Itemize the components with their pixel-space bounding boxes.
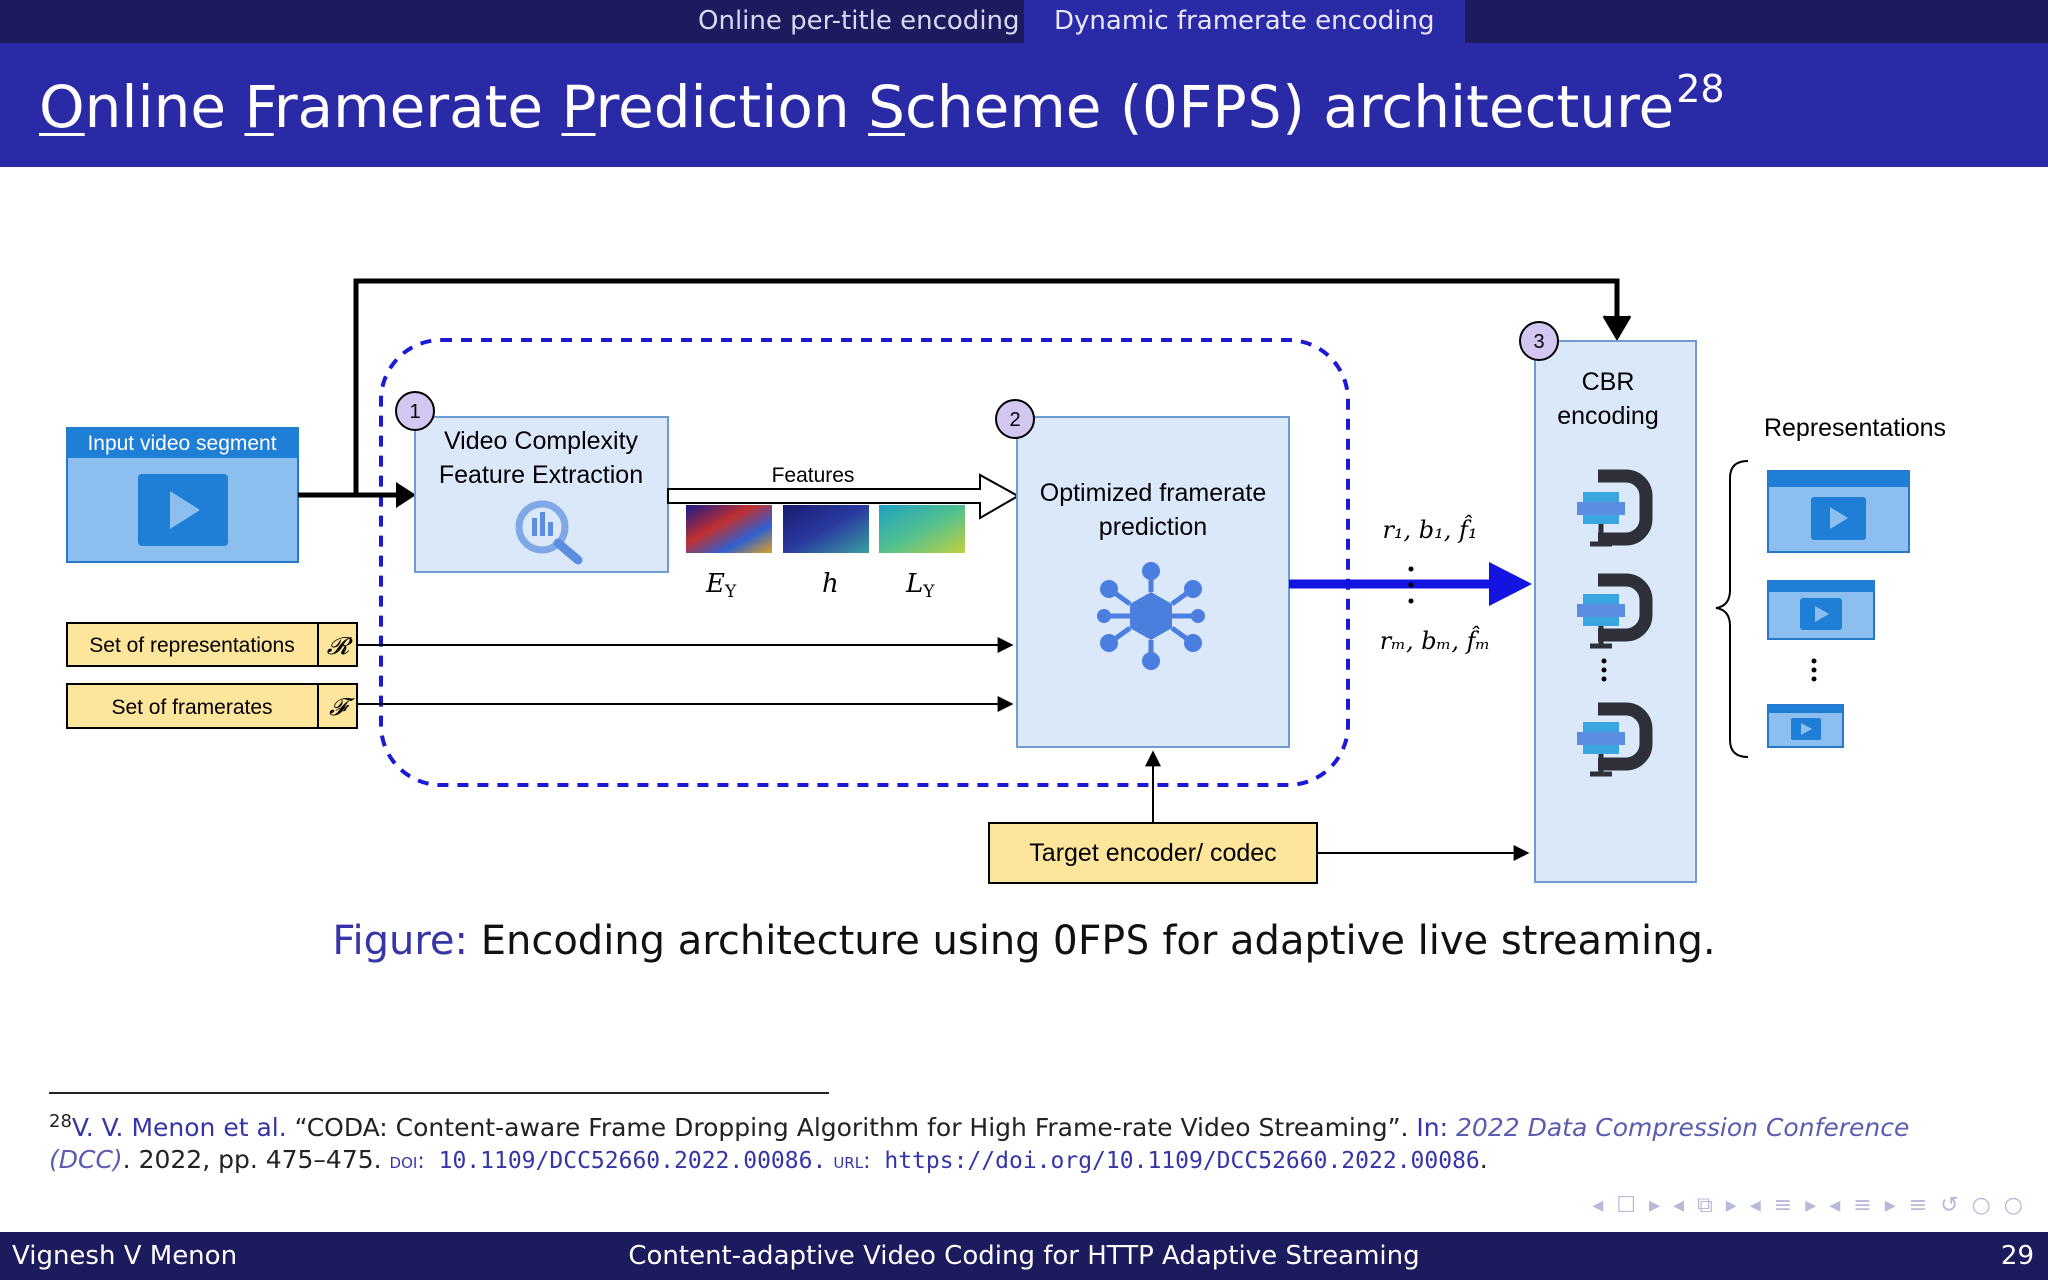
representation-medium (1767, 580, 1875, 640)
feature-thumb-h (783, 505, 869, 553)
title-bar: Online Framerate Prediction Scheme (OFPS… (0, 43, 2048, 167)
output-first-tuple: r₁, b₁, f̂₁ (1382, 515, 1477, 544)
input-label: Input video segment (87, 432, 276, 455)
analytics-search-icon (515, 500, 583, 565)
reps-ellipsis-dot (1811, 658, 1817, 664)
play-icon (1815, 606, 1829, 622)
footnote-title: “CODA: Content-aware Frame Dropping Algo… (286, 1113, 1409, 1142)
ofp-line1: Optimized framerate (1040, 479, 1266, 507)
representations-brace (1715, 460, 1749, 758)
representation-small (1767, 704, 1844, 748)
footnote-rule (49, 1092, 829, 1094)
cbr-line1: CBR (1582, 368, 1635, 396)
cbr-ellipsis-dot (1601, 658, 1607, 664)
footer-page-number: 29 (2000, 1241, 2034, 1271)
vcfe-line1: Video Complexity (444, 427, 639, 455)
set-of-representations: Set of representations 𝓡 (66, 622, 358, 667)
set-reps-label: Set of representations (89, 634, 294, 657)
step-1-badge (395, 391, 435, 431)
footnote: 28V. V. Menon et al. “CODA: Content-awar… (49, 1111, 1910, 1174)
footnote-number: 28 (49, 1111, 72, 1132)
ofp-line2: prediction (1099, 513, 1207, 541)
footer-author: Vignesh V Menon (12, 1241, 238, 1271)
footnote-doi[interactable]: 10.1109/DCC52660.2022.00086. (424, 1148, 827, 1174)
top-navigation: Online per-title encoding Dynamic framer… (0, 0, 2048, 43)
target-encoder-label: Target encoder/ codec (1029, 839, 1276, 867)
features-arrow (667, 473, 1021, 520)
reps-ellipsis-dot (1811, 667, 1817, 673)
cbr-ellipsis-dot (1601, 667, 1607, 673)
footer-talk-title: Content-adaptive Video Coding for HTTP A… (628, 1241, 1420, 1271)
output-ellipsis-dot (1408, 598, 1414, 604)
footnote-authors[interactable]: V. V. Menon et al. (71, 1113, 287, 1142)
output-ellipsis-dot (1408, 566, 1414, 572)
input-arrowhead (396, 482, 416, 508)
feature-h-label: h (822, 569, 839, 599)
ofps-region (379, 338, 1350, 787)
footnote-url[interactable]: https://doi.org/10.1109/DCC52660.2022.00… (870, 1148, 1480, 1174)
feature-thumb-ly (879, 505, 965, 553)
set-of-framerates: Set of framerates 𝓕 (66, 683, 358, 729)
nav-tab-per-title[interactable]: Online per-title encoding (698, 6, 1020, 36)
feature-ly-label: LY (905, 569, 935, 602)
step-1-number: 1 (409, 401, 420, 423)
set-fr-label: Set of framerates (111, 696, 272, 719)
vcfe-line2: Feature Extraction (439, 461, 643, 489)
play-icon (170, 491, 200, 529)
step-2-badge (995, 399, 1035, 439)
reps-ellipsis-dot (1811, 676, 1817, 682)
step-3-number: 3 (1533, 331, 1544, 353)
cbr-ellipsis-dot (1601, 676, 1607, 682)
feature-thumb-ey (686, 505, 772, 553)
footer-bar: Vignesh V Menon Content-adaptive Video C… (0, 1232, 2048, 1280)
figure-caption: Figure: Encoding architecture using OFPS… (332, 918, 1716, 964)
encoder-clamp-icon (1577, 702, 1653, 777)
neural-network-icon (1097, 562, 1205, 670)
input-video-segment: Input video segment (66, 427, 299, 563)
output-last-tuple: rₘ, bₘ, f̂ₘ (1380, 626, 1490, 655)
cbr-line2: encoding (1557, 402, 1658, 430)
play-icon (1801, 723, 1812, 735)
play-icon (1830, 507, 1848, 529)
footnote-venue: 2022 Data Compression Conference (DCC) (49, 1113, 1910, 1174)
title-footnote-ref[interactable]: 28 (1676, 67, 1725, 111)
bypass-arrowhead (1602, 315, 1632, 341)
vcfe-box (414, 416, 669, 573)
representations-title: Representations (1764, 414, 1946, 442)
beamer-navigation-controls[interactable]: ◂ ☐ ▸ ◂ ⧉ ▸ ◂ ≡ ▸ ◂ ≡ ▸ ≡ ↺ ○ ○ (1592, 1193, 2026, 1218)
output-ellipsis-dot (1408, 582, 1414, 588)
slide-title: Online Framerate Prediction Scheme (OFPS… (39, 67, 1725, 141)
representation-large (1767, 470, 1910, 553)
output-arrowhead (1489, 562, 1532, 606)
encoder-clamp-icon (1577, 573, 1653, 649)
step-3-badge (1519, 321, 1559, 361)
feature-ey-label: EY (705, 569, 737, 602)
features-label: Features (772, 464, 855, 487)
bypass-connector (353, 278, 1620, 495)
encoder-clamp-icon (1577, 469, 1653, 547)
step-2-number: 2 (1009, 409, 1020, 431)
nav-tab-dynamic-framerate[interactable]: Dynamic framerate encoding (1024, 0, 1465, 43)
